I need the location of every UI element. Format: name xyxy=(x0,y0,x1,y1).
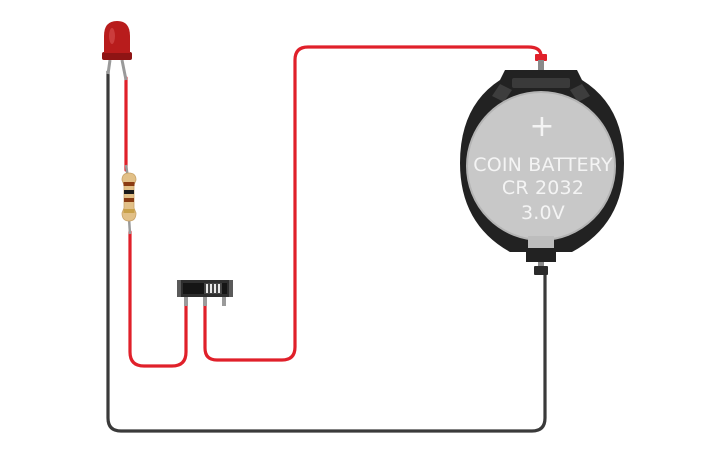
battery-holder-top-tab xyxy=(512,78,570,88)
battery-cell xyxy=(467,92,615,240)
resistor[interactable] xyxy=(121,164,137,235)
switch-edge-right xyxy=(229,280,233,297)
led-cathode-leg xyxy=(106,59,112,75)
battery-negative-terminal xyxy=(534,266,548,275)
battery-label-line3: 3.0V xyxy=(521,202,565,224)
wire-negative[interactable] xyxy=(106,70,547,433)
wire-resistor-to-switch[interactable] xyxy=(128,230,188,368)
battery-label-line1: COIN BATTERY xyxy=(473,154,613,176)
resistor-band-2 xyxy=(124,190,134,194)
wire-switch-to-battery[interactable] xyxy=(203,45,543,362)
led-highlight xyxy=(109,28,115,44)
slide-switch[interactable] xyxy=(177,280,233,306)
battery-plus-symbol: + xyxy=(529,109,554,144)
battery-holder-bottom-tab xyxy=(528,236,554,248)
coin-battery[interactable]: + COIN BATTERY CR 2032 3.0V xyxy=(460,54,624,275)
switch-knob[interactable] xyxy=(204,283,222,294)
resistor-band-3 xyxy=(124,198,134,202)
resistor-band-1 xyxy=(123,182,135,186)
battery-clip-left xyxy=(492,84,512,102)
switch-pin-middle xyxy=(203,296,207,306)
led-rim xyxy=(102,52,132,60)
switch-edge-left xyxy=(177,280,181,297)
battery-positive-terminal xyxy=(535,54,547,61)
led-anode-leg xyxy=(120,59,128,81)
led-body xyxy=(104,21,130,53)
switch-pin-right xyxy=(222,296,226,306)
resistor-body xyxy=(121,172,137,222)
battery-clip-right xyxy=(570,84,590,102)
led[interactable] xyxy=(102,21,132,81)
switch-pin-left xyxy=(184,296,188,306)
battery-label-line2: CR 2032 xyxy=(502,177,584,199)
resistor-band-4 xyxy=(123,209,135,213)
battery-positive-pin xyxy=(538,60,544,70)
